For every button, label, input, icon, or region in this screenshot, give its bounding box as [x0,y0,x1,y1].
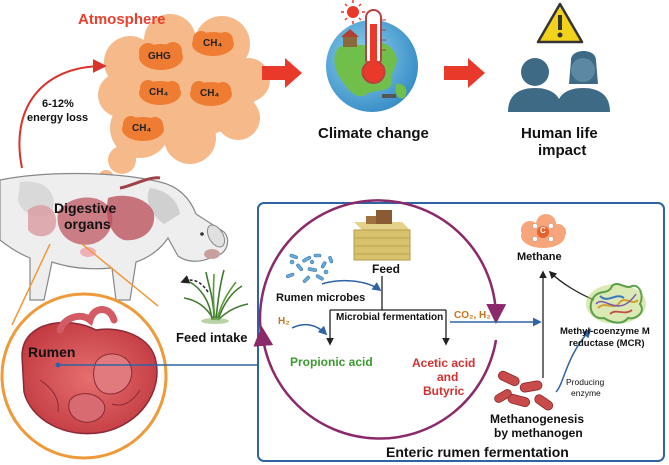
feed-label: Feed [372,262,401,276]
arrow-to-climate [262,58,302,88]
energy-loss-text: energy loss [27,112,89,124]
sun-icon [341,0,365,24]
mcr-protein-icon [586,283,646,324]
h2-label: H₂ [278,316,290,327]
human-impact-line2: impact [538,142,587,159]
cow-illustration [0,172,229,301]
methane-carbon-symbol: C [540,226,546,235]
methanogenesis-line2: by methanogen [494,426,583,440]
ghg-blob [139,42,183,70]
ch4-blob-3 [190,81,232,106]
propionic-acid-label: Propionic acid [290,355,373,369]
rumen-label: Rumen [28,344,76,360]
rumen-inset [0,292,168,460]
gas-label-ch4-2: CH₄ [149,87,169,98]
h2-arrow [291,323,328,336]
digestive-label-line1: Digestive [54,200,117,216]
energy-loss-percent: 6-12% [42,98,74,110]
climate-change-label: Climate change [318,125,429,142]
microbial-fermentation-label: Microbial fermentation [336,312,444,323]
producing-enzyme-line2: enzyme [571,388,601,398]
methane-label: Methane [517,251,562,263]
person-female-icon [556,51,610,112]
hay-bale-icon [353,210,411,261]
person-male-icon [508,58,562,112]
fermentation-cycle-lower [253,326,498,440]
methanogenesis-line1: Methanogenesis [490,412,585,426]
producing-enzyme-arrow [555,328,592,393]
feed-intake-arrow [180,275,209,293]
rumen-connector-left [11,243,51,326]
rumen-connector-right [81,243,159,307]
digestive-label-line2: organs [64,216,111,232]
mcr-label-line1: Methyl-coenzyme M [560,326,650,337]
producing-enzyme-line1: Producing [566,377,605,387]
energy-loss-arrow [18,59,107,169]
gas-label-ch4-4: CH₄ [132,123,152,134]
warning-icon [536,2,584,44]
ch4-blob-4 [122,116,164,141]
methane-cloud-icon [521,214,566,248]
atmosphere-title: Atmosphere [78,11,166,28]
human-impact-line1: Human life [521,125,598,142]
grass-icon [183,269,249,321]
gas-label-ghg: GHG [148,51,171,62]
arrow-to-human [444,58,485,88]
atmosphere-cloud [98,14,270,186]
methanogen-icon [494,370,554,411]
co2-h2-label: CO₂, H₂ [454,310,491,321]
rumen-microbes-label: Rumen microbes [276,292,366,304]
acetic-acid-line2: and [437,370,459,384]
gas-label-ch4-1: CH₄ [203,38,223,49]
acetic-acid-line3: Butyric [423,384,465,398]
microbes-icon [286,253,334,283]
ch4-blob-2 [139,80,181,105]
microbes-to-junction-arrow [321,279,382,292]
gas-label-ch4-3: CH₄ [200,88,220,99]
fermentation-box-title: Enteric rumen fermentation [386,444,569,460]
feed-intake-label: Feed intake [176,330,248,345]
mcr-label-line2: reductase (MCR) [569,338,645,349]
fermentation-cycle [258,199,507,341]
ch4-blob-1 [192,31,234,56]
thermometer-icon [361,9,386,84]
acetic-acid-line1: Acetic acid [412,356,476,370]
